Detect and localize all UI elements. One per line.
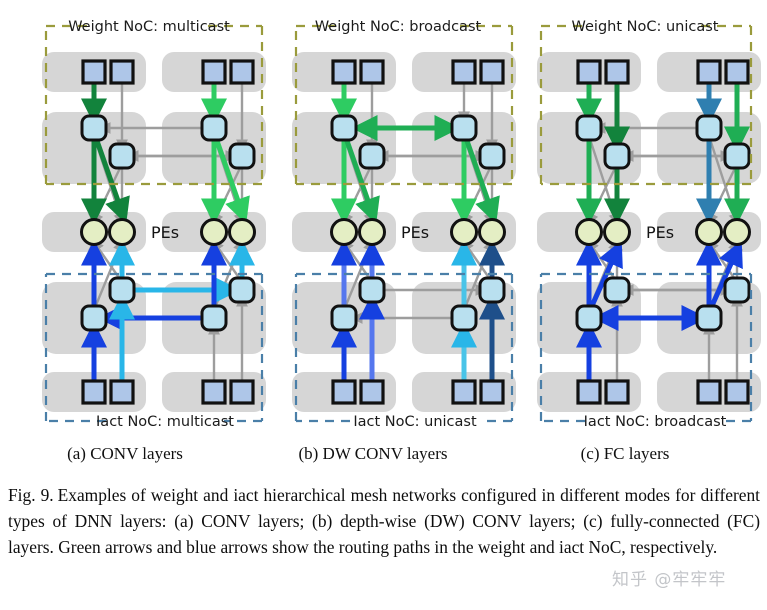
weight-noc-label: Weight NoC: broadcast — [315, 19, 482, 35]
router-node[interactable] — [200, 114, 228, 142]
router-node[interactable] — [228, 276, 256, 304]
glb-node[interactable] — [696, 59, 722, 85]
glb-node[interactable] — [81, 379, 107, 405]
pe-node[interactable] — [695, 218, 723, 246]
router-node[interactable] — [723, 276, 751, 304]
router-node[interactable] — [108, 276, 136, 304]
pe-node[interactable] — [200, 218, 228, 246]
router-node[interactable] — [80, 114, 108, 142]
glb-node[interactable] — [479, 379, 505, 405]
router-node[interactable] — [478, 276, 506, 304]
glb-node[interactable] — [229, 379, 255, 405]
iact-paths-b — [331, 239, 506, 387]
router-node[interactable] — [575, 304, 603, 332]
glb-node[interactable] — [109, 379, 135, 405]
router-node[interactable] — [358, 142, 386, 170]
figure-label: Fig. 9. — [8, 485, 54, 505]
glb-node[interactable] — [331, 59, 357, 85]
glb-node[interactable] — [451, 379, 477, 405]
router-node[interactable] — [575, 114, 603, 142]
glb-node[interactable] — [81, 59, 107, 85]
nodes-b — [330, 59, 506, 405]
weight-paths-b — [330, 73, 500, 225]
panel-a: Weight NoC: multicast Iact NoC: multicas… — [42, 19, 266, 430]
pe-node[interactable] — [603, 218, 631, 246]
weight-noc-label: Weight NoC: multicast — [68, 19, 230, 35]
pe-node[interactable] — [330, 218, 358, 246]
iact-paths-c — [576, 239, 743, 387]
figure-caption: Fig. 9.Examples of weight and iact hiera… — [8, 482, 760, 560]
iact-noc-box — [539, 272, 753, 423]
iact-noc-box — [44, 272, 264, 423]
router-node[interactable] — [108, 142, 136, 170]
figure-caption-text: Examples of weight and iact hierarchical… — [8, 485, 760, 557]
pe-node[interactable] — [723, 218, 751, 246]
weight-noc-box — [294, 24, 514, 186]
glb-node[interactable] — [724, 379, 750, 405]
glb-node[interactable] — [576, 379, 602, 405]
pes-label: PEs — [401, 223, 429, 242]
iact-paths-a — [81, 239, 256, 387]
panel-c-caption: (c) FC layers — [580, 444, 670, 463]
weight-paths-c — [575, 73, 750, 225]
panel-b: Weight NoC: broadcast Iact NoC: unicast … — [292, 19, 516, 430]
panel-a-caption: (a) CONV layers — [67, 444, 183, 463]
glb-node[interactable] — [359, 379, 385, 405]
router-node[interactable] — [330, 114, 358, 142]
weight-noc-box — [539, 24, 753, 186]
pe-node[interactable] — [80, 218, 108, 246]
glb-node[interactable] — [109, 59, 135, 85]
router-node[interactable] — [450, 304, 478, 332]
weight-noc-label: Weight NoC: unicast — [572, 19, 719, 35]
glb-node[interactable] — [359, 59, 385, 85]
glb-node[interactable] — [604, 59, 630, 85]
glb-node[interactable] — [724, 59, 750, 85]
router-node[interactable] — [603, 276, 631, 304]
iact-noc-label: Iact NoC: broadcast — [584, 414, 727, 430]
pe-node[interactable] — [228, 218, 256, 246]
panel-c: Weight NoC: unicast Iact NoC: broadcast … — [537, 19, 761, 430]
glb-node[interactable] — [201, 379, 227, 405]
glb-node[interactable] — [576, 59, 602, 85]
router-node[interactable] — [723, 142, 751, 170]
glb-node[interactable] — [604, 379, 630, 405]
router-node[interactable] — [80, 304, 108, 332]
glb-node[interactable] — [696, 379, 722, 405]
router-node[interactable] — [200, 304, 228, 332]
glb-node[interactable] — [331, 379, 357, 405]
pe-node[interactable] — [478, 218, 506, 246]
glb-node[interactable] — [479, 59, 505, 85]
glb-node[interactable] — [451, 59, 477, 85]
pe-node[interactable] — [358, 218, 386, 246]
iact-noc-label: Iact NoC: multicast — [96, 414, 234, 430]
pe-node[interactable] — [450, 218, 478, 246]
glb-node[interactable] — [229, 59, 255, 85]
weight-noc-box — [44, 24, 264, 186]
router-node[interactable] — [603, 142, 631, 170]
router-node[interactable] — [695, 304, 723, 332]
router-node[interactable] — [330, 304, 358, 332]
router-node[interactable] — [228, 142, 256, 170]
glb-node[interactable] — [201, 59, 227, 85]
router-node[interactable] — [450, 114, 478, 142]
router-node[interactable] — [695, 114, 723, 142]
router-node[interactable] — [478, 142, 506, 170]
iact-noc-label: Iact NoC: unicast — [353, 414, 477, 430]
watermark: 知乎 @牢牢牢 — [612, 570, 727, 590]
iact-noc-box — [294, 272, 514, 423]
pe-node[interactable] — [108, 218, 136, 246]
router-node[interactable] — [358, 276, 386, 304]
figure-svg: Weight NoC: multicast Iact NoC: multicas… — [42, 19, 761, 430]
panel-b-caption: (b) DW CONV layers — [298, 444, 448, 463]
nodes-a — [80, 59, 256, 405]
pe-node[interactable] — [575, 218, 603, 246]
pes-label: PEs — [646, 223, 674, 242]
pes-label: PEs — [151, 223, 179, 242]
nodes-c — [575, 59, 751, 405]
